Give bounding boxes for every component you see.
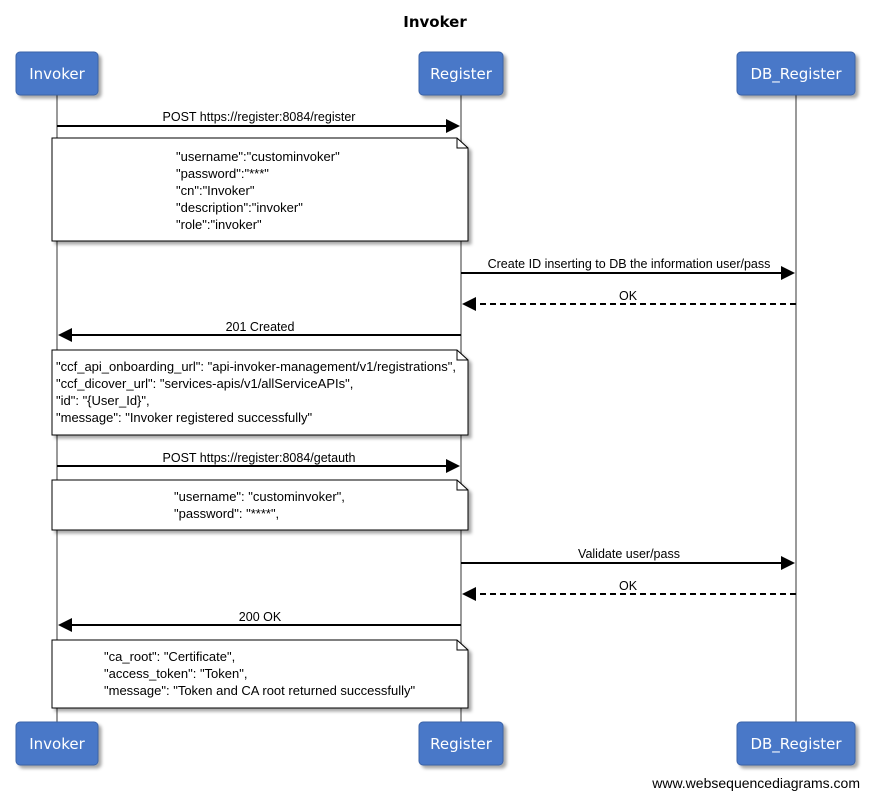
note-line: "password":"***" [176, 166, 269, 181]
note-line: "ccf_api_onboarding_url": "api-invoker-m… [56, 359, 456, 374]
message-label: POST https://register:8084/register [163, 110, 356, 124]
message-200-ok: 200 OK [58, 610, 461, 632]
note-line: "cn":"Invoker" [176, 183, 255, 198]
note-line: "id": "{User_Id}", [56, 393, 150, 408]
credit-link[interactable]: www.websequencediagrams.com [651, 775, 860, 791]
message-label: OK [619, 289, 638, 303]
message-ok-2: OK [462, 579, 796, 601]
diagram-title: Invoker [403, 13, 467, 31]
note-line: "ccf_dicover_url": "services-apis/v1/all… [56, 376, 353, 391]
message-label: Create ID inserting to DB the informatio… [488, 257, 771, 271]
message-post-getauth: POST https://register:8084/getauth [57, 451, 460, 473]
message-label: OK [619, 579, 638, 593]
participant-invoker-top: Invoker [15, 51, 99, 96]
note-line: "description":"invoker" [176, 200, 303, 215]
message-201-created: 201 Created [58, 320, 461, 342]
note-line: "access_token": "Token", [104, 666, 247, 681]
note-register-response: "ccf_api_onboarding_url": "api-invoker-m… [51, 349, 469, 436]
note-line: "message": "Token and CA root returned s… [104, 683, 415, 698]
message-create-id: Create ID inserting to DB the informatio… [461, 257, 795, 280]
message-label: Validate user/pass [578, 547, 680, 561]
message-label: 200 OK [239, 610, 282, 624]
message-label: 201 Created [226, 320, 295, 334]
participant-db-register-bottom: DB_Register [736, 721, 856, 766]
participant-label: Register [430, 65, 493, 83]
participant-label: DB_Register [750, 65, 842, 84]
note-getauth-request: "username": "custominvoker", "password":… [51, 479, 469, 531]
participant-label: Invoker [29, 65, 85, 83]
participant-label: DB_Register [750, 735, 842, 754]
note-line: "message": "Invoker registered successfu… [56, 410, 313, 425]
message-post-register: POST https://register:8084/register [57, 110, 460, 133]
participant-invoker-bottom: Invoker [15, 721, 99, 766]
participant-label: Register [430, 735, 493, 753]
note-getauth-response: "ca_root": "Certificate", "access_token"… [51, 639, 469, 709]
note-line: "username":"custominvoker" [176, 149, 340, 164]
note-line: "role":"invoker" [176, 217, 262, 232]
participant-register-bottom: Register [418, 721, 504, 766]
message-validate: Validate user/pass [461, 547, 795, 570]
message-ok-1: OK [462, 289, 796, 311]
note-register-request: "username":"custominvoker" "password":"*… [51, 137, 469, 242]
participant-register-top: Register [418, 51, 504, 96]
participant-db-register-top: DB_Register [736, 51, 856, 96]
note-line: "ca_root": "Certificate", [104, 649, 235, 664]
participant-label: Invoker [29, 735, 85, 753]
note-line: "username": "custominvoker", [174, 489, 345, 504]
note-line: "password": "****", [174, 506, 279, 521]
message-label: POST https://register:8084/getauth [163, 451, 356, 465]
